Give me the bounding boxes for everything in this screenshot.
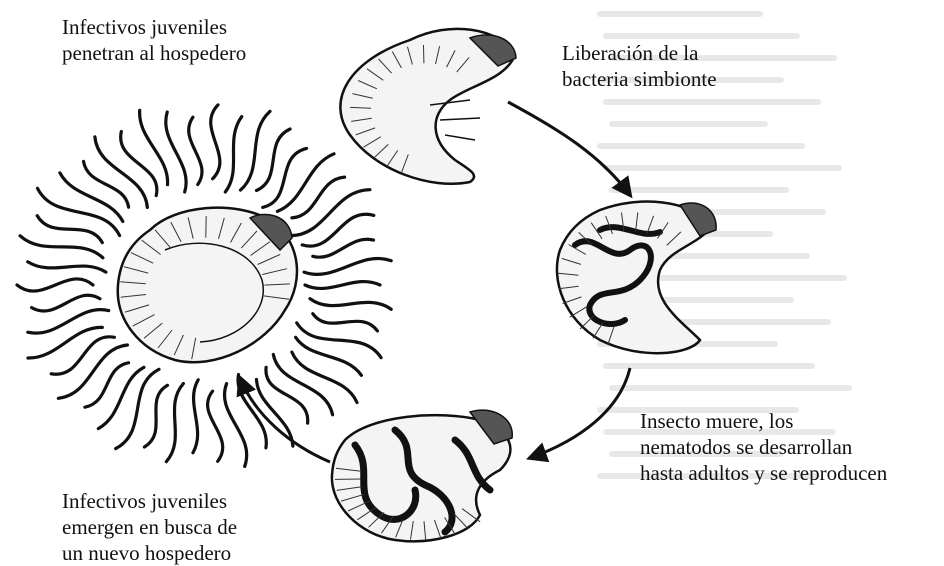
label-line: bacteria simbionte	[562, 66, 717, 92]
host-larva-adults-reproducing	[332, 410, 512, 541]
juvenile-nematode	[140, 110, 168, 184]
juvenile-nematode	[241, 111, 271, 190]
juvenile-nematode	[28, 310, 109, 334]
label-line: emergen en busca de	[62, 514, 237, 540]
label-line: Infectivos juveniles	[62, 14, 246, 40]
juvenile-nematode	[20, 236, 103, 258]
label-line: Infectivos juveniles	[62, 488, 237, 514]
juvenile-nematode	[28, 262, 106, 272]
host-larva-bacteria-release	[340, 29, 516, 184]
juvenile-nematode	[32, 295, 100, 311]
juvenile-nematode	[166, 384, 183, 462]
juvenile-nematode	[189, 117, 202, 184]
juvenile-nematode	[310, 299, 391, 310]
label-bacteria-release: Liberación de la bacteria simbionte	[562, 40, 717, 92]
juvenile-nematode	[313, 314, 378, 331]
juvenile-nematode	[297, 323, 381, 358]
juvenile-nematode	[85, 363, 129, 407]
label-line: Liberación de la	[562, 40, 717, 66]
juvenile-nematode	[211, 105, 220, 179]
host-larva-penetrated	[118, 208, 297, 363]
label-line: un nuevo hospedero	[62, 540, 237, 566]
juvenile-nematode	[144, 385, 167, 447]
juvenile-nematode	[84, 161, 129, 207]
juvenile-nematode	[304, 258, 391, 274]
juvenile-nematode	[208, 391, 223, 461]
juvenile-nematode	[17, 279, 93, 291]
label-insect-dies-nematodes-reproduce: Insecto muere, los nematodos se desarrol…	[640, 408, 887, 486]
label-line: penetran al hospedero	[62, 40, 246, 66]
label-juveniles-emerge: Infectivos juveniles emergen en busca de…	[62, 488, 237, 566]
juvenile-nematode	[290, 190, 370, 236]
juvenile-nematode	[292, 352, 357, 402]
juvenile-nematode	[37, 216, 102, 243]
label-line: nematodos se desarrollan	[640, 434, 887, 460]
juvenile-nematode	[225, 117, 242, 192]
label-line: hasta adultos y se reproducen	[640, 460, 887, 486]
juvenile-nematode	[292, 177, 345, 218]
label-juveniles-penetrate-host: Infectivos juveniles penetran al hospede…	[62, 14, 246, 66]
juvenile-nematode	[95, 137, 147, 208]
juvenile-nematode	[305, 282, 380, 289]
juvenile-nematode	[193, 380, 198, 453]
juvenile-nematode	[277, 154, 334, 212]
label-line: Insecto muere, los	[640, 408, 887, 434]
